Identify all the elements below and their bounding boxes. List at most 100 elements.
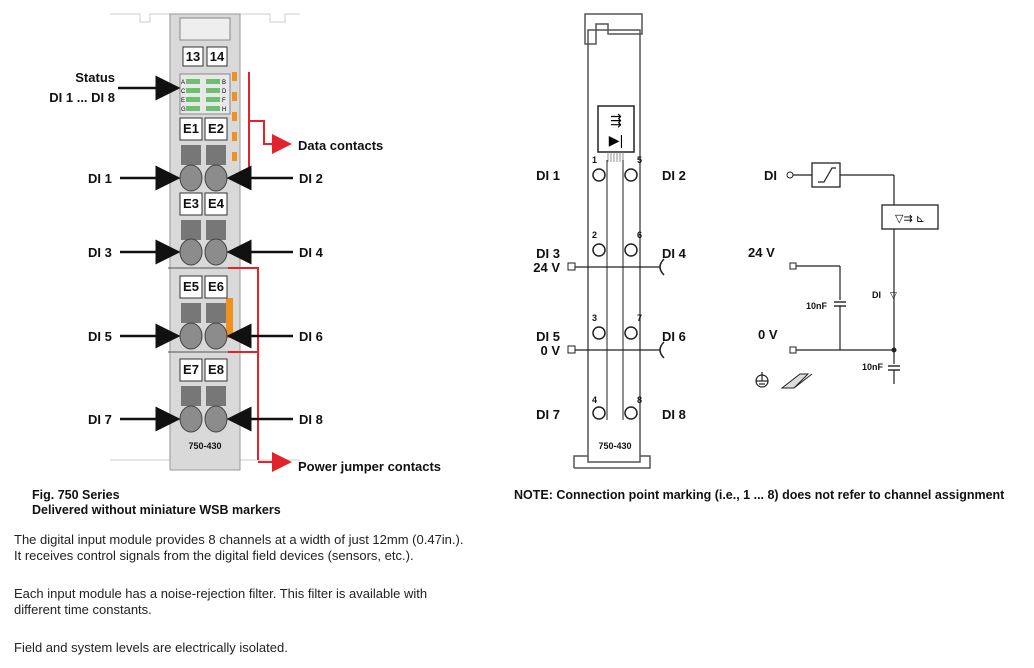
di-labels-right: DI 2 DI 4 DI 6 DI 8 [299, 171, 324, 427]
svg-text:F: F [222, 98, 226, 104]
rail-0v-left-pin [567, 345, 576, 354]
capacitor-1-label: 10nF [806, 301, 828, 311]
connection-labels-right: DI 2 DI 4 DI 6 DI 8 [662, 168, 687, 422]
svg-text:5: 5 [637, 155, 642, 165]
svg-text:DI 6: DI 6 [662, 329, 686, 344]
schematic-24v-label: 24 V [748, 245, 775, 260]
status-range: DI 1 ... DI 8 [49, 90, 115, 105]
data-contacts-arrow [249, 120, 292, 154]
slot-group-2 [179, 192, 228, 266]
description-line-5: Field and system levels are electrically… [14, 640, 288, 655]
diode-icon: ▽ [890, 290, 897, 300]
module-top-latch [179, 17, 231, 41]
svg-text:8: 8 [637, 395, 642, 405]
di-labels-left: DI 1 DI 3 DI 5 DI 7 [88, 171, 112, 427]
power-jumper-label: Power jumper contacts [298, 459, 441, 474]
svg-text:DI 2: DI 2 [299, 171, 323, 186]
rail-24v-left-pin [567, 262, 576, 271]
marker-14 [206, 46, 228, 67]
marker-13-text: 13 [186, 49, 200, 64]
svg-text:E1: E1 [183, 121, 199, 136]
svg-text:E: E [181, 98, 185, 104]
ground-icon [755, 372, 769, 388]
connection-model: 750-430 [598, 441, 631, 451]
svg-text:DI 2: DI 2 [662, 168, 686, 183]
svg-text:DI 5: DI 5 [88, 329, 112, 344]
di-arrows [120, 165, 293, 432]
point-numbers: 1 5 2 6 3 7 4 8 [592, 155, 642, 405]
description-line-3: Each input module has a noise-rejection … [14, 586, 428, 601]
connection-outline [584, 13, 643, 45]
schematic-0v-label: 0 V [758, 327, 778, 342]
module-model: 750-430 [188, 441, 221, 451]
description-line-4: different time constants. [14, 602, 152, 617]
description-paragraph-2: Each input module has a noise-rejection … [14, 586, 534, 618]
power-jumper-orange [226, 298, 233, 338]
svg-text:A: A [181, 80, 185, 86]
svg-text:E3: E3 [183, 196, 199, 211]
figure-title: Fig. 750 Series [32, 488, 120, 502]
slot-group-1 [179, 117, 228, 192]
svg-text:DI 4: DI 4 [299, 245, 324, 260]
slot-group-3 [179, 275, 228, 350]
marker-14-text: 14 [210, 49, 225, 64]
svg-text:H: H [222, 107, 226, 113]
filter-box [811, 162, 841, 188]
svg-text:DI 5: DI 5 [536, 329, 560, 344]
optocoupler-symbol: ▽⇉ ⊾ [895, 213, 925, 225]
svg-text:E4: E4 [208, 196, 225, 211]
slot-group-4 [179, 358, 228, 433]
optocoupler-box [597, 105, 635, 153]
svg-text:D: D [222, 89, 227, 95]
schematic-di-diode-label: DI [872, 290, 881, 300]
svg-text:E6: E6 [208, 279, 224, 294]
status-label: Status [75, 70, 115, 85]
figure-caption: Fig. 750 Series Delivered without miniat… [32, 488, 281, 518]
svg-text:B: B [222, 80, 226, 86]
svg-text:1: 1 [592, 155, 597, 165]
svg-text:E8: E8 [208, 362, 224, 377]
svg-text:6: 6 [637, 230, 642, 240]
svg-text:C: C [181, 89, 186, 95]
svg-text:E2: E2 [208, 121, 224, 136]
led-letters: A B C D E F G H [181, 80, 227, 113]
svg-text:DI 6: DI 6 [299, 329, 323, 344]
svg-text:3: 3 [592, 313, 597, 323]
data-contacts-label: Data contacts [298, 138, 383, 153]
svg-text:DI 1: DI 1 [88, 171, 112, 186]
svg-text:0 V: 0 V [540, 343, 560, 358]
svg-text:DI 4: DI 4 [662, 246, 687, 261]
connection-labels-left: DI 1 DI 3 24 V DI 5 0 V DI 7 [533, 168, 560, 422]
marker-13 [182, 46, 204, 67]
connection-diagram: ⇶ ▶| 1 5 2 6 3 7 4 8 750-430 DI 1 DI 3 2… [533, 13, 687, 469]
bus-lines [607, 152, 624, 162]
power-jumper-bracket [228, 267, 259, 460]
rail-0v-right-hook [659, 341, 665, 359]
svg-text:E7: E7 [183, 362, 199, 377]
description-paragraph-1: The digital input module provides 8 chan… [14, 532, 534, 564]
schematic-di-terminal [786, 171, 794, 179]
description-line-2: It receives control signals from the dig… [14, 548, 414, 563]
svg-text:2: 2 [592, 230, 597, 240]
circuit-schematic: DI ▽⇉ ⊾ DI ▽ 24 V 10nF 0 V 10nF [748, 162, 939, 389]
din-rail-icon [780, 373, 813, 389]
optocoupler-glyph-top: ⇶ [610, 112, 622, 128]
rail-24v-right-hook [659, 258, 665, 276]
svg-text:DI 7: DI 7 [88, 412, 112, 427]
connection-note: NOTE: Connection point marking (i.e., 1 … [514, 488, 1005, 502]
svg-text:E5: E5 [183, 279, 199, 294]
capacitor-1 [834, 301, 846, 307]
slot-labels: E1 E2 E3 E4 E5 E6 E7 E8 [183, 121, 225, 377]
neighbor-outline [110, 13, 171, 461]
description-line-1: The digital input module provides 8 chan… [14, 532, 464, 547]
svg-text:DI 8: DI 8 [299, 412, 323, 427]
data-contact-pins [232, 72, 237, 161]
filter-symbol [818, 167, 836, 183]
description-paragraph-3: Field and system levels are electrically… [14, 640, 534, 656]
connection-body [587, 29, 641, 463]
schematic-optocoupler [881, 204, 939, 230]
svg-text:DI 7: DI 7 [536, 407, 560, 422]
terminals [592, 168, 638, 420]
svg-text:DI 3: DI 3 [88, 245, 112, 260]
svg-text:DI 8: DI 8 [662, 407, 686, 422]
